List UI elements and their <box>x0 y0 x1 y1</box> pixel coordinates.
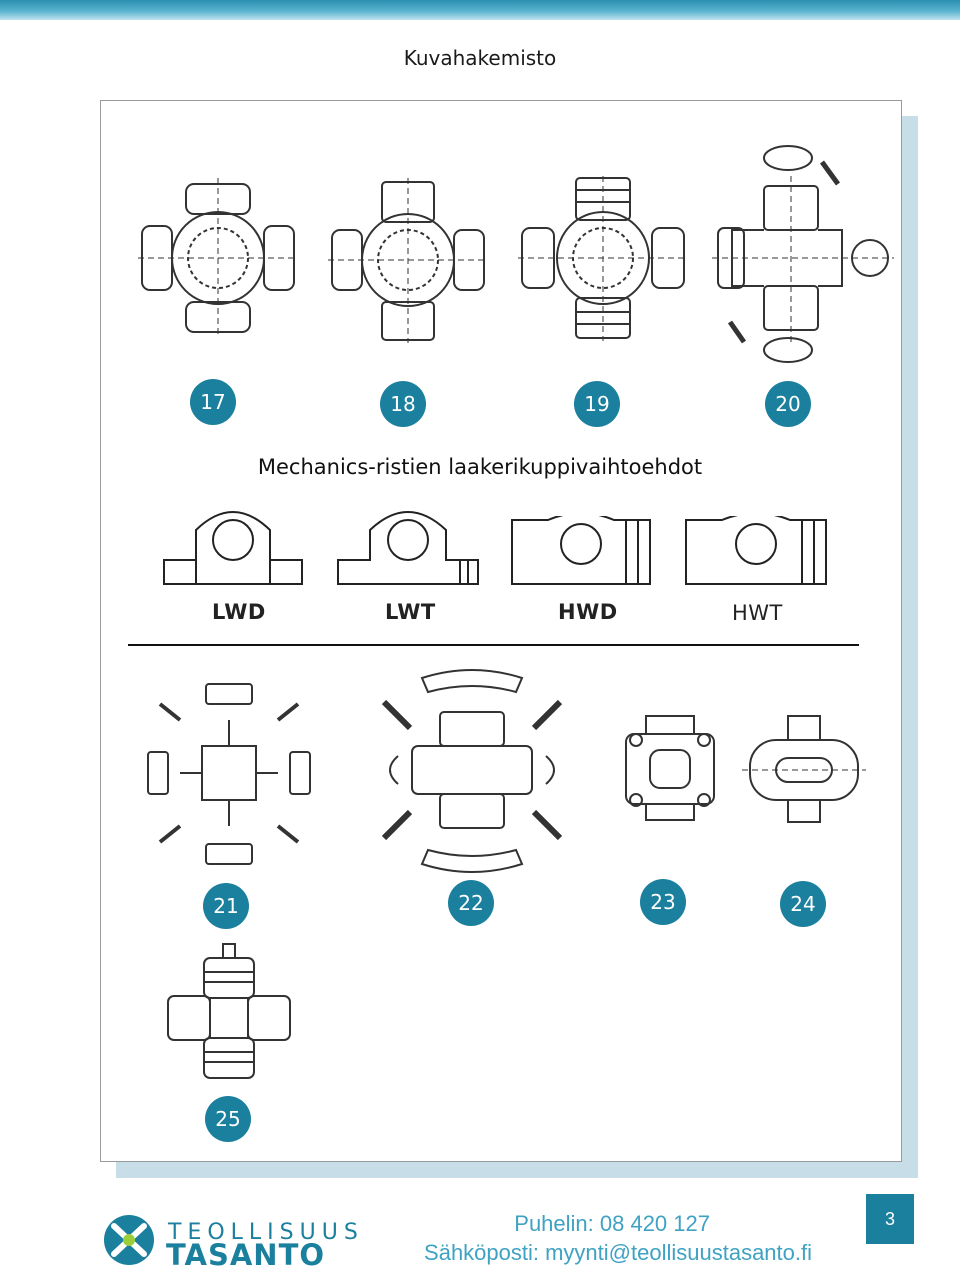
bearing-cup-lwt <box>334 500 482 588</box>
item-badge-21: 21 <box>203 883 249 929</box>
contact-email[interactable]: Sähköposti: myynti@teollisuustasanto.fi <box>424 1240 812 1265</box>
cross-drawing-17 <box>138 178 298 338</box>
item-badge-23: 23 <box>640 879 686 925</box>
top-color-band <box>0 0 960 20</box>
item-badge-25: 25 <box>205 1096 251 1142</box>
cup-label-hwd: HWD <box>558 600 618 624</box>
cross-drawing-25 <box>164 942 294 1082</box>
cup-label-hwt: HWT <box>732 601 783 625</box>
company-name-line2: TASANTO <box>166 1238 326 1271</box>
company-name-line1: TEOLLISUUS <box>168 1220 364 1245</box>
kit-drawing-21 <box>140 680 318 866</box>
cup-label-lwd: LWD <box>212 600 266 624</box>
section-divider <box>128 644 859 646</box>
bearing-drawing-24 <box>742 712 866 828</box>
kit-drawing-22 <box>370 666 574 876</box>
bearing-cup-hwt <box>682 516 830 586</box>
cup-label-lwt: LWT <box>385 600 436 624</box>
item-badge-24: 24 <box>780 881 826 927</box>
company-logo <box>100 1212 370 1271</box>
tasanto-logo-icon <box>104 1215 154 1265</box>
bearing-section-heading: Mechanics-ristien laakerikuppivaihtoehdo… <box>257 455 703 479</box>
cross-drawing-19 <box>518 176 688 341</box>
contact-phone: Puhelin: 08 420 127 <box>514 1211 710 1236</box>
page-title: Kuvahakemisto <box>403 46 557 70</box>
item-badge-18: 18 <box>380 381 426 427</box>
item-badge-22: 22 <box>448 880 494 926</box>
item-badge-17: 17 <box>190 379 236 425</box>
bearing-cup-lwd <box>160 500 306 588</box>
item-badge-19: 19 <box>574 381 620 427</box>
page-number: 3 <box>866 1194 914 1244</box>
bearing-cup-hwd <box>508 516 654 586</box>
bearing-drawing-23 <box>620 712 720 824</box>
catalog-frame <box>100 100 902 1162</box>
cross-drawing-20 <box>712 136 894 372</box>
item-badge-20: 20 <box>765 381 811 427</box>
cross-drawing-18 <box>328 178 488 343</box>
